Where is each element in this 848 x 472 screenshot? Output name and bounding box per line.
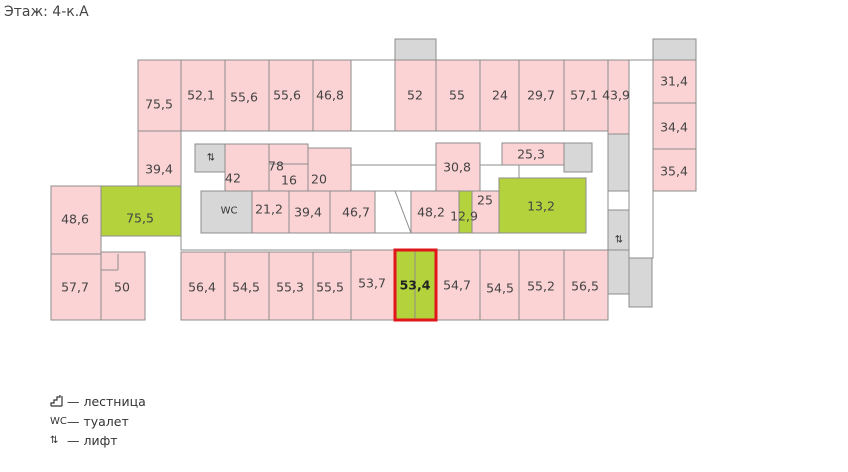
room-area-label: 55,2 <box>527 279 555 294</box>
lift-icon: ⇅ <box>50 435 59 446</box>
room-r42[interactable] <box>563 249 609 321</box>
room-area-label: 56,4 <box>188 280 216 295</box>
floor-title: Этаж: 4-к.А <box>4 4 89 20</box>
legend-text: — лифт <box>67 433 118 448</box>
room-r10[interactable] <box>563 59 609 132</box>
room-area-label: 57,7 <box>61 280 89 295</box>
room-r16[interactable] <box>224 143 270 192</box>
stairs-outline <box>374 190 412 234</box>
room-r34[interactable] <box>224 251 270 321</box>
service-area <box>607 133 630 192</box>
room-r2[interactable] <box>180 59 226 132</box>
room-area-label: 55 <box>449 88 465 103</box>
room-r14[interactable] <box>652 148 697 192</box>
room-area-label: 25 <box>477 193 493 208</box>
room-area-label: 46,7 <box>342 205 370 220</box>
room-area-label: 39,4 <box>145 162 173 177</box>
wc-icon: WC <box>50 415 67 427</box>
room-r30[interactable] <box>498 177 587 234</box>
room-area-label: 55,6 <box>230 90 258 105</box>
service-area <box>628 257 653 308</box>
room-area-label: 16 <box>281 173 297 188</box>
stairs-outline <box>350 164 437 192</box>
room-r1[interactable] <box>137 59 182 132</box>
room-area-label: 53,7 <box>358 276 386 291</box>
service-area <box>607 249 630 295</box>
legend-item-wc: WC — туалет <box>50 412 146 432</box>
room-area-label: 21,2 <box>255 202 283 217</box>
room-area-label: 52 <box>407 88 423 103</box>
lift-shaft <box>194 143 226 173</box>
room-area-label: 54,5 <box>486 281 514 296</box>
room-area-label: 12,9 <box>450 209 478 224</box>
room-area-label: 48,2 <box>417 205 445 220</box>
legend: — лестница WC — туалет ⇅ — лифт <box>50 392 146 451</box>
room-r26[interactable] <box>329 190 376 234</box>
room-r15[interactable] <box>137 130 182 187</box>
stairs-outline <box>350 59 396 132</box>
room-r36[interactable] <box>312 251 352 321</box>
room-area-label: 54,7 <box>443 278 471 293</box>
legend-item-lift: ⇅ — лифт <box>50 431 146 451</box>
room-area-label: 29,7 <box>527 88 555 103</box>
lift-symbol: ⇅ <box>615 235 623 246</box>
stairs-icon <box>50 392 67 412</box>
legend-text: — туалет <box>67 413 129 429</box>
room-r21[interactable] <box>501 142 565 166</box>
room-r40[interactable] <box>479 249 520 321</box>
room-area-label: 42 <box>225 171 241 186</box>
room-r32[interactable] <box>100 251 146 321</box>
room-r4[interactable] <box>268 59 314 132</box>
wc-symbol: WC <box>221 206 238 217</box>
room-r41[interactable] <box>518 249 565 321</box>
stairs-outline <box>628 59 654 259</box>
room-area-label: 20 <box>311 172 327 187</box>
room-r37[interactable] <box>350 249 396 321</box>
room-area-label: 50 <box>114 280 130 295</box>
room-area-label: 53,4 <box>400 278 431 293</box>
lift-symbol: ⇅ <box>207 153 215 164</box>
room-area-label: 30,8 <box>443 160 471 175</box>
room-r18[interactable] <box>268 163 309 192</box>
room-area-label: 34,4 <box>660 120 688 135</box>
room-r23[interactable] <box>100 185 182 237</box>
room-r11[interactable] <box>607 59 630 135</box>
room-area-label: 55,5 <box>316 280 344 295</box>
room-r39[interactable] <box>435 249 481 321</box>
room-area-label: 52,1 <box>187 88 215 103</box>
room-area-label: 75,5 <box>145 97 173 112</box>
room-area-label: 75,5 <box>126 211 154 226</box>
room-area-label: 55,6 <box>273 88 301 103</box>
room-area-label: 24 <box>492 88 508 103</box>
room-r3[interactable] <box>224 59 270 132</box>
room-r19[interactable] <box>307 147 352 192</box>
room-area-label: 54,5 <box>232 280 260 295</box>
room-r27[interactable] <box>410 190 460 234</box>
room-area-label: 25,3 <box>517 147 545 162</box>
room-area-label: 57,1 <box>570 88 598 103</box>
room-area-label: 39,4 <box>294 205 322 220</box>
room-area-label: 46,8 <box>316 88 344 103</box>
service-area <box>394 38 437 61</box>
room-r31[interactable] <box>50 253 102 321</box>
service-area <box>652 38 697 61</box>
room-r5[interactable] <box>312 59 352 132</box>
room-r12[interactable] <box>652 59 697 104</box>
room-area-label: 35,4 <box>660 164 688 179</box>
room-area-label: 31,4 <box>660 74 688 89</box>
room-r6[interactable] <box>394 59 437 132</box>
service-area <box>563 142 593 173</box>
legend-text: — лестница <box>67 394 146 409</box>
legend-item-stairs: — лестница <box>50 392 146 412</box>
room-area-label: 55,3 <box>276 280 304 295</box>
room-area-label: 48,6 <box>61 212 89 227</box>
room-area-label: 56,5 <box>571 279 599 294</box>
room-area-label: 43,9 <box>602 88 630 103</box>
selected-room-outline <box>393 248 438 322</box>
room-area-label: 13,2 <box>527 199 555 214</box>
room-area-label: 78 <box>268 159 284 174</box>
